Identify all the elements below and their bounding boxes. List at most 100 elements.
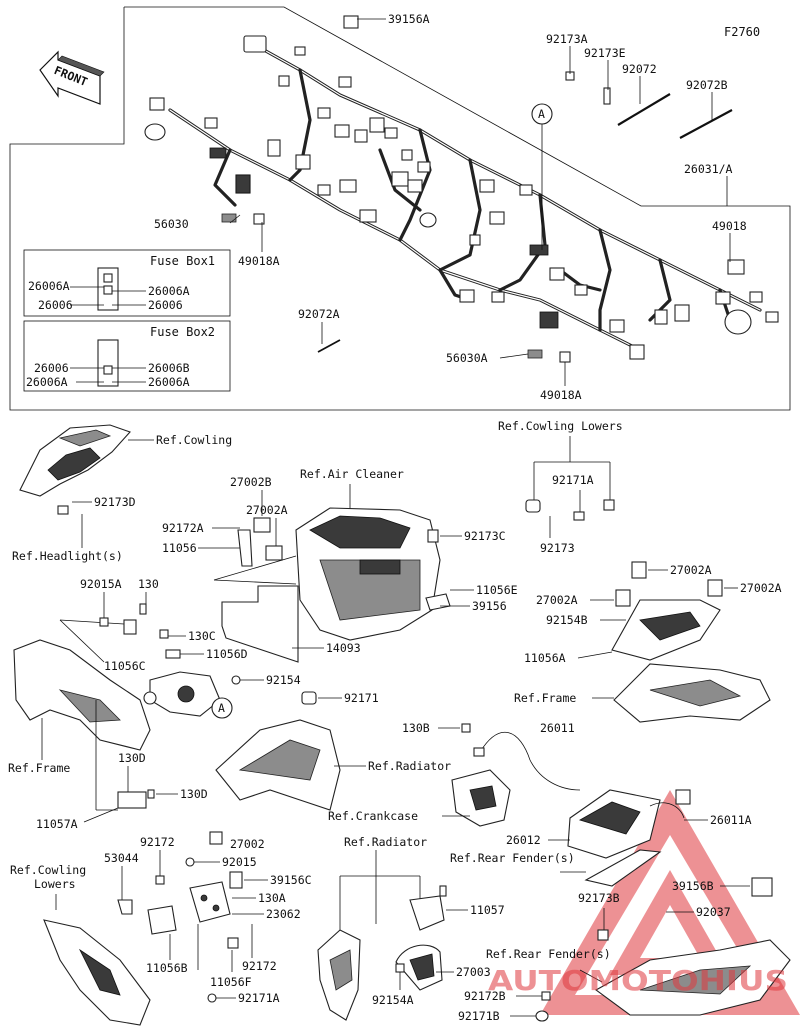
label-ref-frame-right: Ref.Frame <box>514 691 576 705</box>
label-ref-headlight: Ref.Headlight(s) <box>12 549 123 563</box>
label-ref-rear-fenders-2: Ref.Rear Fender(s) <box>486 947 611 961</box>
bolt-130d <box>147 789 155 799</box>
relay-27002a-3 <box>615 589 631 607</box>
label-130b: 130B <box>402 721 430 735</box>
front-arrow-icon: FRONT <box>39 50 105 105</box>
label-ref-frame-left: Ref.Frame <box>8 761 70 775</box>
fuse-box-2-title: Fuse Box2 <box>150 325 215 339</box>
fuse-box-2-left-2: 26006A <box>26 375 68 389</box>
fuse-box-1-left-2: 26006 <box>38 298 73 312</box>
clip-92171a <box>573 511 585 521</box>
figure-code: F2760 <box>724 25 760 39</box>
label-11056e: 11056E <box>476 583 518 597</box>
grommet-92171 <box>301 691 317 705</box>
label-26012: 26012 <box>506 833 541 847</box>
relay-27002a-center <box>265 545 283 561</box>
clip-92015a <box>99 617 109 627</box>
label-ref-air-cleaner: Ref.Air Cleaner <box>300 467 404 481</box>
label-11056a: 11056A <box>524 651 566 665</box>
label-130: 130 <box>138 577 159 591</box>
top-leader-lines <box>229 18 731 386</box>
fuse-box-1-right-1: 26006A <box>148 284 190 298</box>
label-27002a-1: 27002A <box>670 563 712 577</box>
horn-27003 <box>395 944 443 991</box>
air-cleaner-part <box>295 507 441 641</box>
label-92072: 92072 <box>622 62 657 76</box>
bolt-130 <box>139 603 147 615</box>
clip-92171a-2 <box>603 499 615 511</box>
sensor-26011 <box>473 747 485 757</box>
label-92015a: 92015A <box>80 577 122 591</box>
label-ref-radiator-bottom: Ref.Radiator <box>344 835 427 849</box>
fuse-box-1-right-2: 26006 <box>148 298 183 312</box>
cover-14093 <box>221 585 299 663</box>
label-11056b: 11056B <box>146 961 188 975</box>
callout-a-left <box>211 697 233 719</box>
label-130a: 130A <box>258 891 286 905</box>
main-wiring-harness <box>144 15 779 360</box>
label-ref-cowling-lowers: Ref.Cowling Lowers <box>498 419 623 433</box>
label-49018a-2: 49018A <box>540 388 582 402</box>
fuse-box-2-left-1: 26006 <box>34 361 69 375</box>
label-92154a: 92154A <box>372 993 414 1007</box>
label-92173d: 92173D <box>94 495 136 509</box>
cowling-lower-part <box>43 919 151 1026</box>
rear-fender-part-1 <box>584 849 662 887</box>
label-92037: 92037 <box>696 905 731 919</box>
clip-92173c <box>427 529 439 543</box>
label-27002a-3: 27002A <box>536 593 578 607</box>
label-92173a: 92173A <box>546 32 588 46</box>
bolt-130b <box>461 723 471 733</box>
label-27002b: 27002B <box>230 475 272 489</box>
bolt-92173d-icon <box>57 505 69 515</box>
radiator-part-center <box>215 719 341 811</box>
frame-left-part <box>13 639 221 751</box>
bracket-11056d <box>165 649 181 659</box>
label-27002a-center: 27002A <box>246 503 288 517</box>
cover-39156b <box>751 877 773 897</box>
radiator-part-bottom <box>317 929 361 1021</box>
label-56030a: 56030A <box>446 351 488 365</box>
label-92171: 92171 <box>344 691 379 705</box>
label-27002a-2: 27002A <box>740 581 782 595</box>
relay-27002a-2 <box>707 579 723 597</box>
bracket-23062 <box>189 881 231 923</box>
relay-27002 <box>209 831 223 845</box>
callout-a-top <box>531 103 553 125</box>
label-ref-crankcase: Ref.Crankcase <box>328 809 418 823</box>
label-130d-2: 130D <box>180 787 208 801</box>
label-56030: 56030 <box>154 217 189 231</box>
label-11056d: 11056D <box>206 647 248 661</box>
bracket-11056f <box>227 937 239 949</box>
label-27002: 27002 <box>230 837 265 851</box>
label-92072b: 92072B <box>686 78 728 92</box>
clip-92173b <box>597 929 609 941</box>
label-92171b: 92171B <box>458 1009 500 1023</box>
label-39156a: 39156A <box>388 12 430 26</box>
label-92173: 92173 <box>540 541 575 555</box>
label-92154b: 92154B <box>546 613 588 627</box>
label-92154: 92154 <box>266 673 301 687</box>
bracket-11056c <box>123 619 137 635</box>
fuse-box-1-title: Fuse Box1 <box>150 254 215 268</box>
label-11057: 11057 <box>470 903 505 917</box>
label-ref-cowling: Ref.Cowling <box>156 433 232 447</box>
label-39156c: 39156C <box>270 873 312 887</box>
label-26031a: 26031/A <box>684 162 733 176</box>
callout-a-left-label: A <box>218 701 225 715</box>
label-53044: 53044 <box>104 851 139 865</box>
label-11056: 11056 <box>162 541 197 555</box>
label-26011: 26011 <box>540 721 575 735</box>
label-ref-rear-fenders: Ref.Rear Fender(s) <box>450 851 575 865</box>
label-11057a: 11057A <box>36 817 78 831</box>
cable-ties <box>253 71 733 363</box>
grommet-92171b <box>535 1010 549 1022</box>
label-ref-radiator-center: Ref.Radiator <box>368 759 451 773</box>
label-92171a-right: 92171A <box>552 473 594 487</box>
label-92015: 92015 <box>222 855 257 869</box>
clip-92172b <box>541 991 551 1001</box>
grommet-92171a <box>207 993 217 1003</box>
bracket-11057 <box>409 895 445 931</box>
label-92171a-bottom: 92171A <box>238 991 280 1005</box>
fuse-box-1-left-1: 26006A <box>28 279 70 293</box>
